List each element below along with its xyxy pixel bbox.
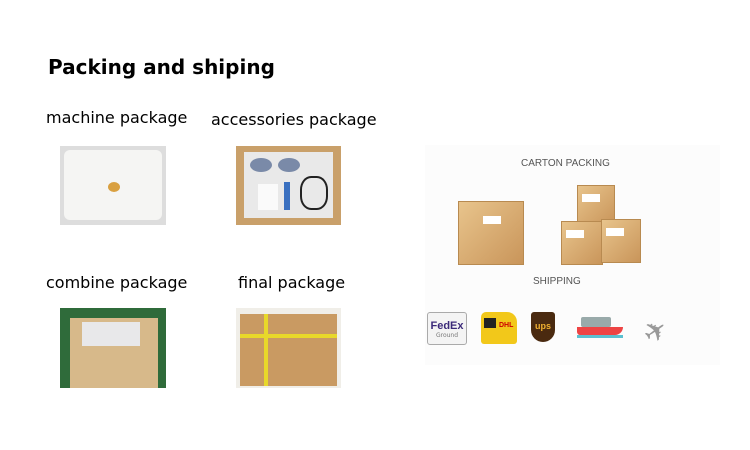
carton-box-icon [561, 221, 603, 265]
machine-package-label: machine package [46, 108, 188, 127]
combine-package-photo [60, 308, 166, 388]
carton-box-icon [577, 185, 615, 225]
combine-package-label: combine package [46, 273, 188, 292]
carton-box-icon [458, 201, 524, 265]
dhl-van-icon: DHL [481, 312, 517, 344]
carton-packing-heading: CARTON PACKING [521, 158, 610, 169]
carton-box-icon [601, 219, 641, 263]
machine-package-photo [60, 146, 166, 225]
accessories-package-label: accessories package [211, 110, 377, 129]
airplane-icon: ✈ [636, 310, 675, 352]
accessories-package-photo [236, 146, 341, 225]
fedex-logo: FedEx Ground [427, 312, 467, 345]
shipping-panel: CARTON PACKING SHIPPING FedEx Ground DHL… [425, 145, 720, 365]
shipping-heading: SHIPPING [533, 276, 581, 287]
final-package-photo [236, 308, 341, 388]
cargo-ship-icon [577, 317, 623, 339]
ups-logo: UPS [531, 312, 555, 342]
page-title: Packing and shiping [48, 55, 275, 79]
final-package-label: final package [238, 273, 346, 292]
